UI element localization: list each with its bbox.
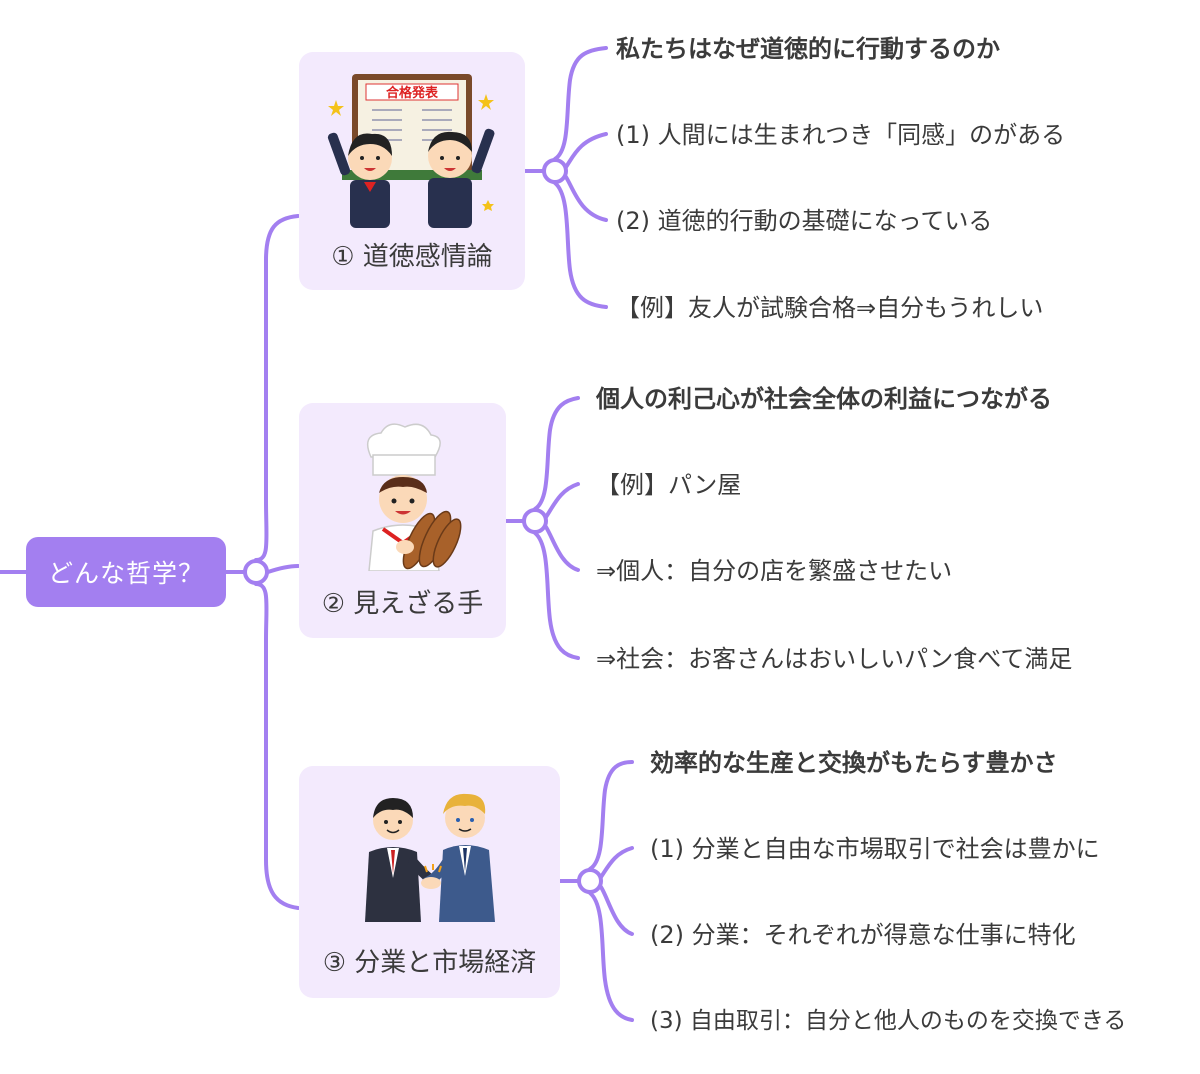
leaf-item: ⇒個人：自分の店を繁盛させたい (596, 557, 953, 585)
branch-label: ① 道徳感情論 (331, 242, 493, 272)
leaf-item: (2) 分業：それぞれが得意な仕事に特化 (650, 921, 1076, 949)
leaf-item: (1) 分業と自由な市場取引で社会は豊かに (650, 835, 1100, 863)
leaf-item: (1) 人間には生まれつき「同感」のがある (616, 121, 1066, 149)
sign-text: 合格発表 (386, 85, 439, 101)
leaf-item: (2) 道徳的行動の基礎になっている (616, 207, 993, 235)
branch-label: ③ 分業と市場経済 (322, 948, 537, 978)
leaf-item: 個人の利己心が社会全体の利益につながる (596, 385, 1052, 413)
businessmen-handshake-icon (364, 793, 495, 922)
branch-label: ② 見えざる手 (321, 589, 484, 619)
baker-with-bread-icon (366, 423, 461, 571)
leaf-item: 私たちはなぜ道徳的に行動するのか (616, 35, 1000, 63)
branch-card-division-of-labor[interactable]: ③ 分業と市場経済 (299, 766, 560, 998)
root-node[interactable]: どんな哲学？ (26, 537, 226, 607)
leaf-item: 効率的な生産と交換がもたらす豊かさ (650, 749, 1058, 777)
branch-card-invisible-hand[interactable]: ② 見えざる手 (299, 403, 506, 638)
leaf-item: 【例】友人が試験合格⇒自分もうれしい (616, 294, 1044, 322)
exam-results-celebration-icon: 合格発表 (327, 74, 495, 228)
root-label: どんな哲学？ (47, 559, 204, 588)
leaf-item: ⇒社会：お客さんはおいしいパン食べて満足 (596, 645, 1073, 673)
leaf-item: (3) 自由取引：自分と他人のものを交換できる (650, 1008, 1127, 1034)
branch-card-moral-sentiments[interactable]: 合格発表 ① 道徳感情論 (299, 52, 525, 290)
leaf-item: 【例】パン屋 (596, 471, 742, 499)
